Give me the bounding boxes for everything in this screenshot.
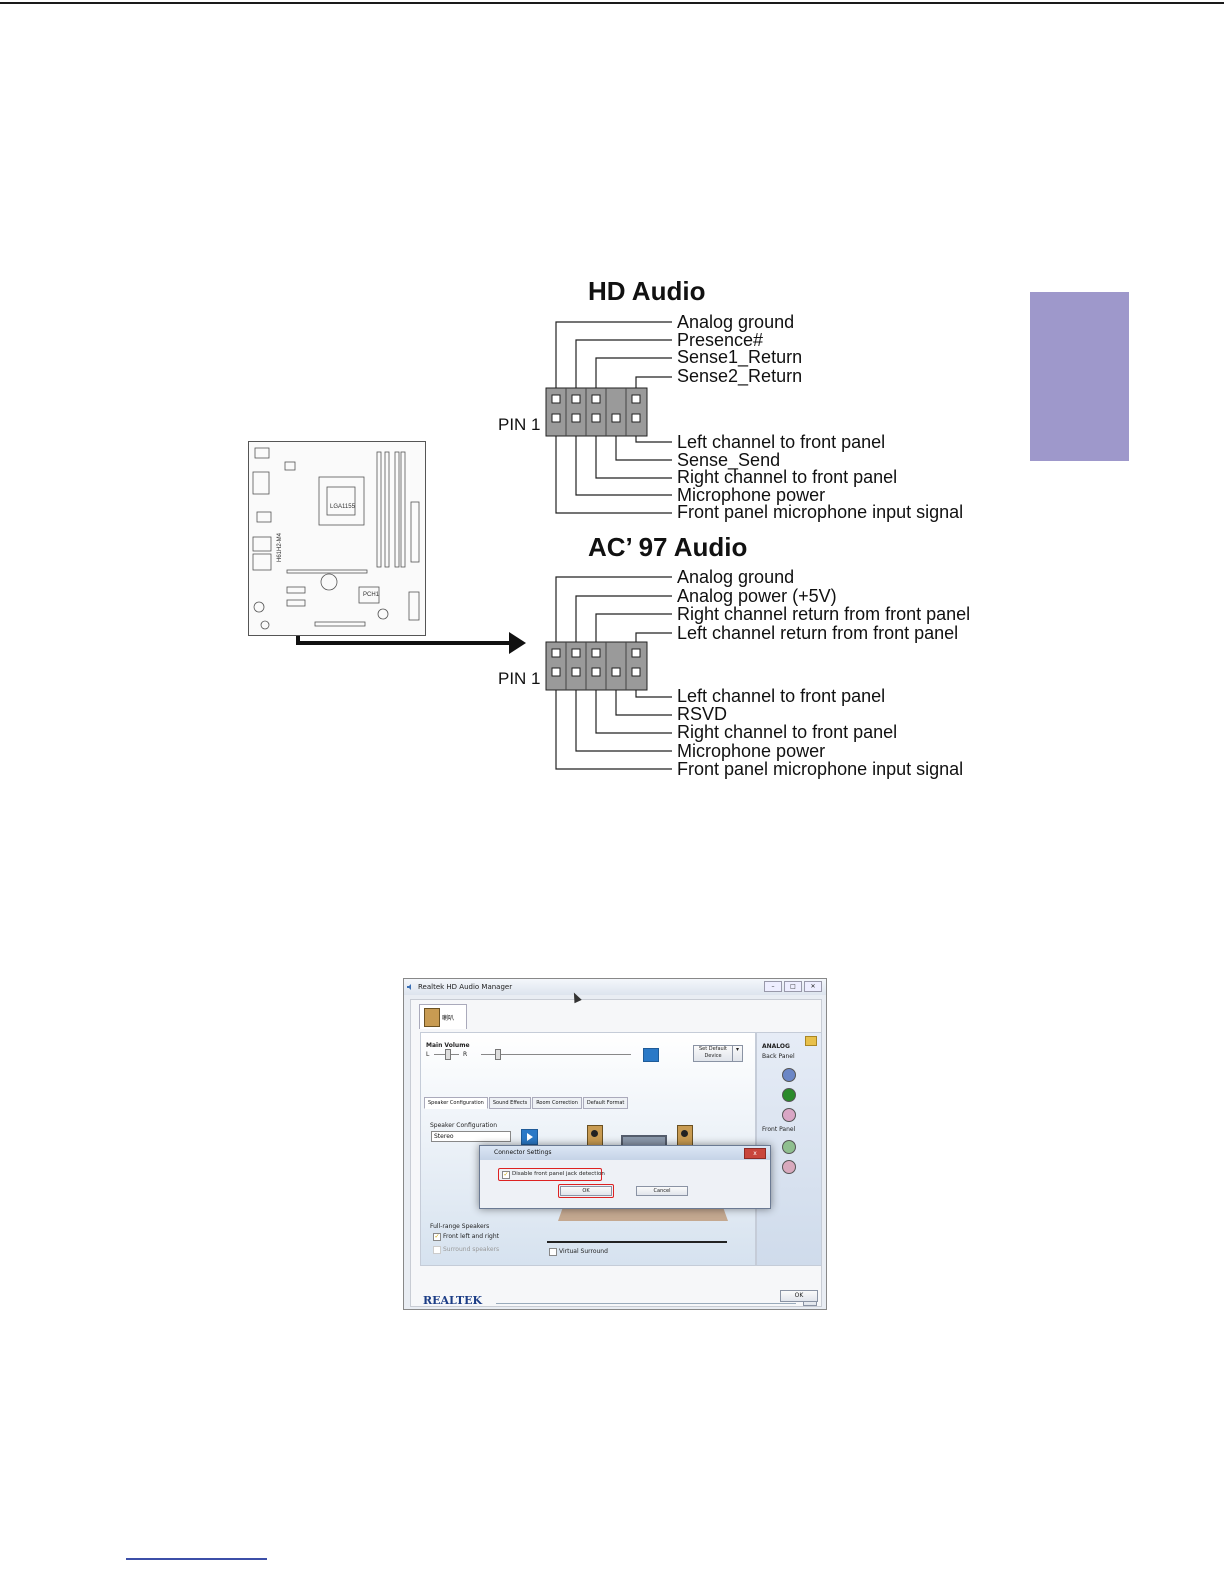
dialog-close-button[interactable]: x — [744, 1148, 766, 1159]
footer-rule — [126, 1558, 267, 1560]
tab-sound-effects[interactable]: Sound Effects — [488, 1097, 532, 1109]
maximize-button[interactable]: □ — [784, 981, 802, 992]
realtek-logo: REALTEK — [423, 1294, 483, 1307]
ac97-label-8: Microphone power — [677, 741, 826, 761]
hd-label-5: Left channel to front panel — [677, 432, 886, 452]
ac97-pin1-label: PIN 1 — [498, 669, 541, 688]
surround-checkbox[interactable] — [433, 1246, 441, 1254]
board-model-label: H61H2-M4 — [277, 532, 283, 562]
window-title: Realtek HD Audio Manager — [418, 983, 513, 991]
disable-jack-detection-checkbox[interactable]: ✓ — [502, 1171, 510, 1179]
right-channel-label: R — [463, 1051, 468, 1058]
chapter-side-tab — [1030, 292, 1129, 461]
motherboard-layout: LGA1155 PCH1 H61H2-M4 — [248, 441, 426, 636]
speakers-device-icon — [424, 1008, 440, 1027]
ok-highlight — [558, 1184, 614, 1198]
jack-green[interactable] — [782, 1088, 796, 1102]
hd-audio-header — [545, 387, 648, 437]
front-lr-checkbox[interactable]: ✓ — [433, 1233, 441, 1241]
ac97-label-3: Right channel return from front panel — [677, 604, 971, 624]
ac97-label-9: Front panel microphone input signal — [677, 759, 964, 779]
folder-icon[interactable] — [805, 1036, 817, 1046]
dialog-cancel-button[interactable]: Cancel — [636, 1186, 688, 1196]
hd-label-3: Sense1_Return — [677, 347, 803, 367]
window-ok-button[interactable]: OK — [780, 1290, 818, 1302]
disable-jack-detection-label: Disable front panel jack detection — [512, 1171, 605, 1177]
config-tab-strip: Speaker Configuration Sound Effects Room… — [424, 1097, 629, 1109]
speaker-config-heading: Speaker Configuration — [430, 1122, 498, 1129]
jack-front-pink[interactable] — [782, 1160, 796, 1174]
jack-front-green[interactable] — [782, 1140, 796, 1154]
minimize-button[interactable]: – — [764, 981, 782, 992]
audio-header-diagram: HD Audio PIN 1 Analog ground Presence# S… — [289, 276, 971, 779]
speakers-device-tab[interactable]: 喇叭 — [419, 1004, 467, 1029]
ac97-audio-title: AC’ 97 Audio — [588, 532, 748, 562]
room-baseline — [547, 1241, 727, 1243]
realtek-audio-manager-window: Realtek HD Audio Manager – □ ✕ 喇叭 Main V… — [403, 978, 827, 1310]
window-body: 喇叭 Main Volume L R Set Default Device ▾ … — [410, 999, 822, 1307]
board-socket-label: LGA1155 — [330, 504, 355, 510]
speakers-device-label: 喇叭 — [442, 1015, 455, 1022]
hd-label-1: Analog ground — [677, 312, 795, 332]
ac97-label-5: Left channel to front panel — [677, 686, 886, 706]
hd-label-9: Front panel microphone input signal — [677, 502, 964, 522]
ac97-audio-header — [545, 641, 648, 691]
window-titlebar: Realtek HD Audio Manager – □ ✕ — [404, 979, 826, 995]
speaker-icon — [407, 984, 411, 990]
checkbox-highlight — [498, 1168, 602, 1181]
analog-label: ANALOG — [762, 1043, 790, 1050]
motherboard-outline — [252, 447, 420, 630]
dialog-titlebar: Connector Settings x — [480, 1146, 770, 1160]
header-rule — [0, 2, 1224, 4]
ac97-label-1: Analog ground — [677, 567, 795, 587]
main-volume-label: Main Volume — [426, 1042, 470, 1049]
ac97-label-4: Left channel return from front panel — [677, 623, 959, 643]
mute-icon[interactable] — [643, 1048, 659, 1062]
jack-pink[interactable] — [782, 1108, 796, 1122]
ac97-label-7: Right channel to front panel — [677, 722, 898, 742]
dialog-title: Connector Settings — [494, 1149, 552, 1156]
footer-divider — [496, 1303, 796, 1304]
set-default-dropdown[interactable]: ▾ — [732, 1045, 743, 1062]
speaker-config-select[interactable]: Stereo — [431, 1131, 511, 1142]
tab-speaker-configuration[interactable]: Speaker Configuration — [424, 1097, 488, 1109]
play-test-button[interactable] — [521, 1129, 538, 1145]
back-panel-label: Back Panel — [762, 1053, 795, 1060]
hd-pin1-label: PIN 1 — [498, 415, 541, 434]
full-range-speakers-label: Full-range Speakers — [430, 1223, 490, 1230]
front-lr-label: Front left and right — [443, 1233, 500, 1240]
jack-blue[interactable] — [782, 1068, 796, 1082]
connector-settings-dialog: Connector Settings x ✓ Disable front pan… — [479, 1145, 771, 1209]
set-default-device-button[interactable]: Set Default Device — [693, 1045, 733, 1062]
hd-audio-title: HD Audio — [588, 276, 706, 306]
tab-default-format[interactable]: Default Format — [582, 1097, 629, 1109]
board-chip-label: PCH1 — [363, 592, 380, 598]
ac97-label-2: Analog power (+5V) — [677, 586, 837, 606]
hd-label-8: Microphone power — [677, 485, 826, 505]
virtual-surround-checkbox[interactable] — [549, 1248, 557, 1256]
hd-label-4: Sense2_Return — [677, 366, 803, 386]
close-button[interactable]: ✕ — [804, 981, 822, 992]
balance-slider-thumb[interactable] — [445, 1049, 451, 1060]
volume-slider-track[interactable] — [481, 1054, 631, 1055]
front-panel-label: Front Panel — [762, 1126, 796, 1133]
surround-label: Surround speakers — [443, 1246, 500, 1253]
virtual-surround-label: Virtual Surround — [559, 1248, 608, 1255]
tab-room-correction[interactable]: Room Correction — [532, 1097, 582, 1109]
hd-label-2: Presence# — [677, 330, 764, 350]
volume-slider-thumb[interactable] — [495, 1049, 501, 1060]
window-controls: – □ ✕ — [764, 981, 822, 992]
hd-label-7: Right channel to front panel — [677, 467, 898, 487]
pin-diagram-lines — [289, 321, 672, 770]
dialog-ok-button[interactable]: OK — [560, 1186, 612, 1196]
hd-label-6: Sense_Send — [677, 450, 781, 470]
ac97-label-6: RSVD — [677, 704, 728, 724]
left-channel-label: L — [426, 1051, 430, 1058]
